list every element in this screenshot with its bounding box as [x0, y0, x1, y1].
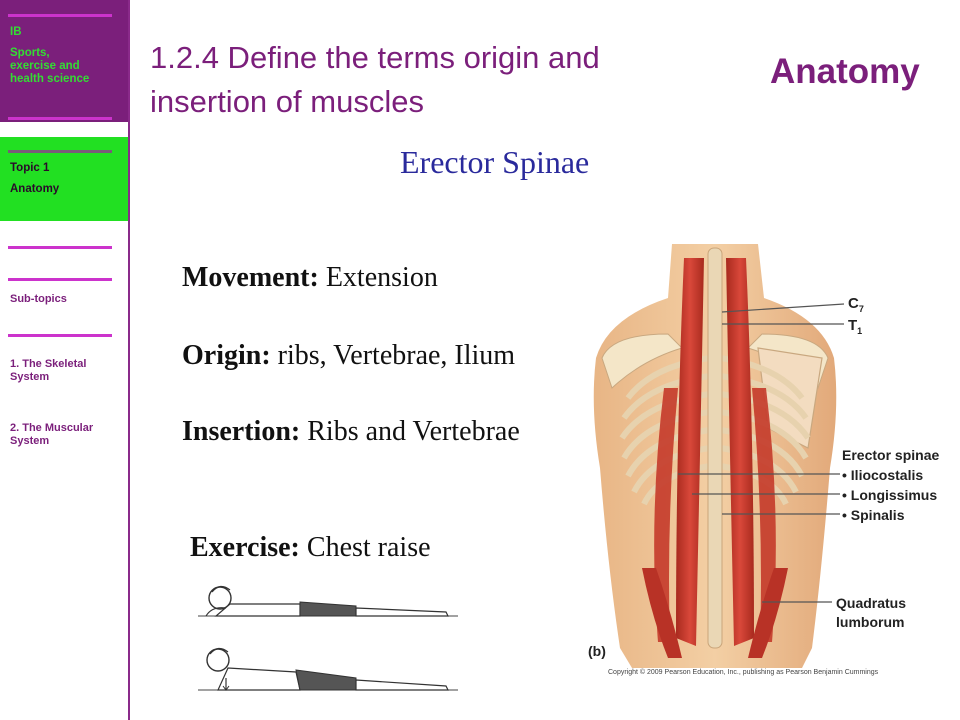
divider	[8, 334, 112, 337]
c7-subscript: 7	[859, 304, 864, 314]
course-line: IB	[10, 26, 22, 38]
sidebar: IB Sports, exercise and health science T…	[0, 0, 130, 720]
fact-label: Insertion:	[182, 416, 301, 447]
course-line: health science	[10, 73, 90, 85]
copyright-notice: Copyright © 2009 Pearson Education, Inc.…	[608, 668, 879, 676]
divider	[8, 150, 112, 153]
label-leader-lines	[678, 303, 845, 603]
erector-spinae-muscles	[642, 258, 788, 658]
sidebar-item-muscular-system[interactable]: 2. The Muscular System	[10, 422, 93, 448]
spine	[707, 247, 723, 649]
page-title-line: 1.2.4 Define the terms origin and	[150, 40, 600, 75]
panel-label: (b)	[588, 643, 606, 659]
page-title-line: insertion of muscles	[150, 84, 424, 119]
erector-spinae-illustration: C7 T1 Erector spinae • Iliocostalis • Lo…	[588, 244, 939, 676]
fact-label: Exercise:	[190, 532, 300, 563]
chest-raise-illustration	[198, 585, 458, 691]
sidebar-item-label: 2. The Muscular	[10, 422, 94, 434]
sidebar-item-label: System	[10, 371, 50, 383]
prone-figure-start	[198, 585, 458, 617]
course-panel	[0, 0, 128, 122]
fact-value: ribs, Vertebrae, Ilium	[270, 340, 516, 371]
fact-label: Movement:	[182, 262, 319, 293]
page-title: 1.2.4 Define the terms origin and insert…	[150, 36, 750, 124]
divider	[8, 278, 112, 281]
divider	[8, 14, 112, 17]
fact-value: Ribs and Vertebrae	[300, 416, 520, 447]
topic-line: Topic 1	[10, 162, 50, 174]
fact-value: Extension	[318, 262, 438, 293]
slide-subtitle: Erector Spinae	[400, 144, 590, 180]
lumborum-label: lumborum	[836, 614, 904, 630]
course-line: Sports,	[10, 47, 50, 59]
fact-label: Origin:	[182, 340, 271, 371]
course-title: IB Sports, exercise and health science	[10, 26, 89, 86]
sidebar-item-label: 1. The Skeletal	[10, 358, 87, 370]
section-title: Anatomy	[770, 52, 920, 91]
course-line: exercise and	[10, 60, 80, 72]
origin-fact: Origin: ribs, Vertebrae, Ilium	[182, 340, 515, 372]
longissimus-label: • Longissimus	[842, 487, 937, 503]
spinalis-label: • Spinalis	[842, 507, 905, 523]
movement-fact: Movement: Extension	[182, 262, 438, 294]
iliocostalis-label: • Iliocostalis	[842, 467, 923, 483]
divider	[8, 246, 112, 249]
topic-label[interactable]: Topic 1 Anatomy	[10, 162, 59, 196]
exercise-fact: Exercise: Chest raise	[190, 532, 431, 564]
sidebar-item-label: System	[10, 435, 50, 447]
t1-subscript: 1	[857, 326, 862, 336]
figure-labels: C7 T1 Erector spinae • Iliocostalis • Lo…	[588, 295, 939, 676]
sidebar-item-skeletal-system[interactable]: 1. The Skeletal System	[10, 358, 86, 384]
svg-text:C7: C7	[848, 295, 864, 314]
svg-text:T1: T1	[848, 317, 862, 336]
erector-spinae-label: Erector spinae	[842, 447, 939, 463]
insertion-fact: Insertion: Ribs and Vertebrae	[182, 416, 520, 448]
t1-label: T	[848, 317, 857, 334]
quadratus-label: Quadratus	[836, 595, 906, 611]
c7-label: C	[848, 295, 859, 312]
topic-line: Anatomy	[10, 183, 60, 195]
subtopics-heading: Sub-topics	[10, 293, 67, 305]
fact-value: Chest raise	[299, 532, 431, 563]
divider	[8, 117, 112, 120]
prone-figure-raised	[198, 647, 458, 691]
